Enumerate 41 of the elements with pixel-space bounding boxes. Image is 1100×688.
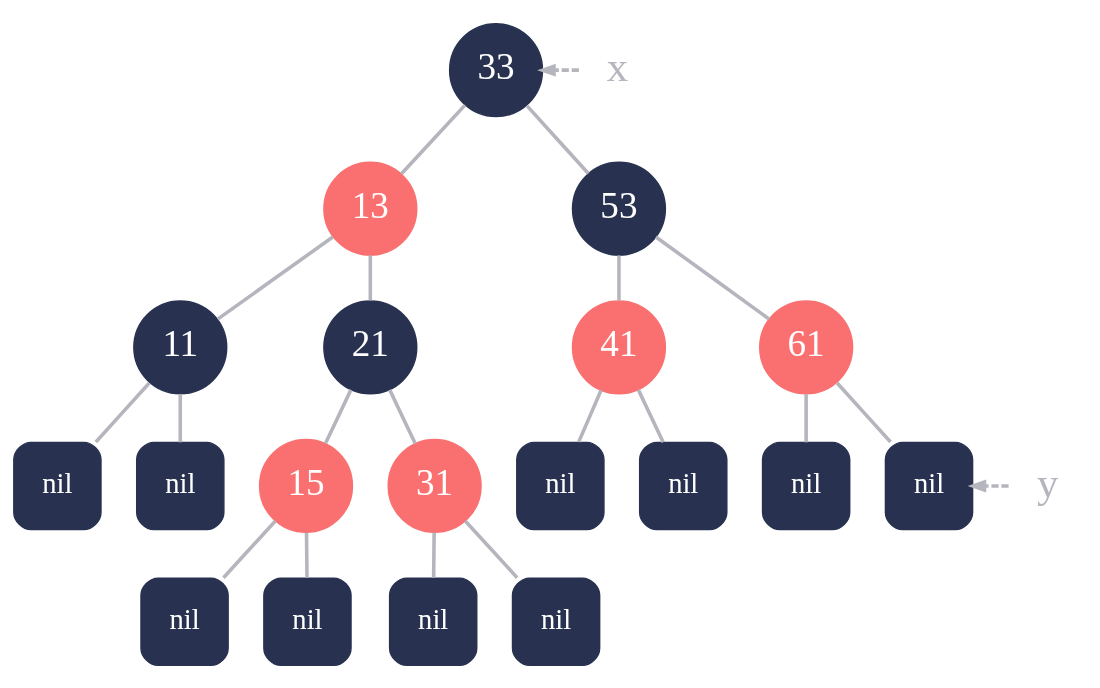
arrow: [537, 63, 579, 77]
connector: [577, 389, 603, 443]
connector: [178, 393, 183, 442]
connector: [368, 254, 373, 300]
node-box: nil: [516, 441, 605, 530]
connector: [388, 388, 417, 444]
connector: [463, 519, 519, 579]
node-box: nil: [511, 576, 601, 666]
connector: [835, 381, 892, 443]
node-box: nil: [13, 441, 102, 530]
connector: [400, 103, 467, 175]
arrow: [967, 478, 1009, 492]
connector: [804, 393, 808, 442]
connector: [323, 388, 353, 444]
node-circle: 61: [758, 299, 854, 394]
node-circle: 21: [323, 299, 418, 394]
node-circle: 15: [258, 438, 354, 533]
node-circle: 33: [448, 22, 544, 117]
node-box: nil: [388, 576, 478, 666]
connector: [94, 381, 151, 443]
connector: [431, 532, 436, 578]
node-box: nil: [638, 441, 728, 530]
connector: [216, 235, 334, 321]
node-box: nil: [140, 576, 229, 666]
node-circle: 41: [571, 299, 667, 394]
node-text: y: [1036, 458, 1059, 506]
node-text: x: [606, 42, 629, 90]
connector: [222, 519, 277, 579]
node-circle: 13: [323, 161, 418, 256]
node-box: nil: [761, 441, 851, 530]
connector: [636, 388, 665, 443]
connector: [304, 532, 309, 578]
node-circle: 31: [387, 438, 482, 533]
node-box: nil: [263, 576, 352, 666]
node-circle: 53: [571, 161, 667, 256]
node-box: nil: [884, 441, 974, 530]
node-box: nil: [136, 441, 225, 530]
connector: [525, 104, 590, 175]
connector: [654, 235, 771, 321]
connector: [617, 254, 621, 300]
node-circle: 11: [133, 299, 228, 394]
